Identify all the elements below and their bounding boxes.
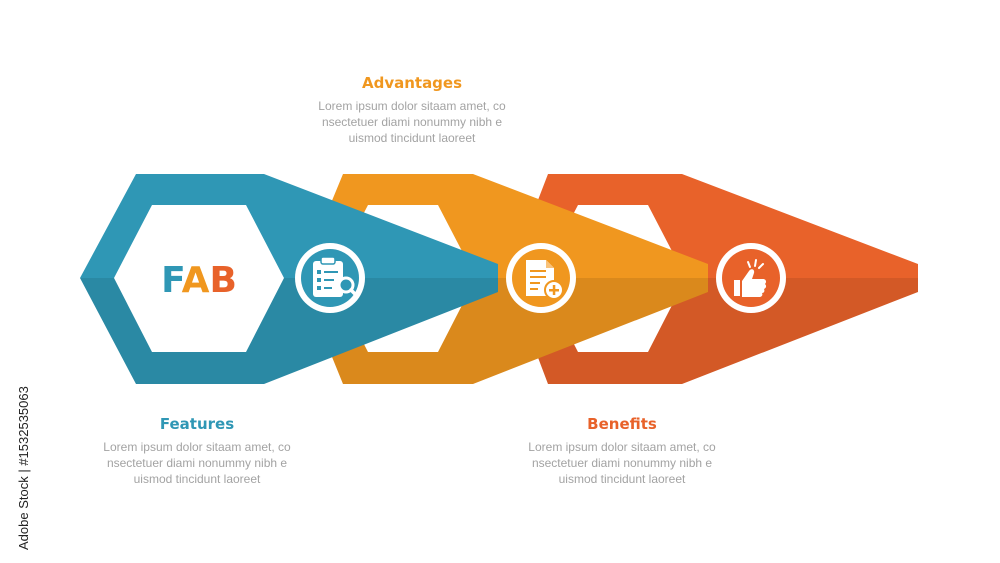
benefits-arrow xyxy=(508,174,918,384)
fab-letter-a: A xyxy=(182,260,210,301)
benefits-title: Benefits xyxy=(587,415,657,433)
advantages-arrow xyxy=(300,174,708,384)
features-title: Features xyxy=(159,415,235,433)
features-label: Features Lorem ipsum dolor sitaam amet, … xyxy=(77,415,317,487)
advantages-title: Advantages xyxy=(361,74,463,92)
advantages-label: Advantages Lorem ipsum dolor sitaam amet… xyxy=(292,74,532,146)
advantages-description: Lorem ipsum dolor sitaam amet, co nsecte… xyxy=(318,99,506,145)
features-arrow xyxy=(80,174,498,384)
fab-title: FAB xyxy=(161,260,237,301)
fab-letter-f: F xyxy=(161,260,183,301)
watermark-text: Adobe Stock | #1532535063 xyxy=(16,386,31,550)
thumbs-up-icon xyxy=(716,243,786,313)
fab-letter-b: B xyxy=(209,260,236,301)
benefits-label: Benefits Lorem ipsum dolor sitaam amet, … xyxy=(502,415,742,487)
document-add-icon xyxy=(506,243,576,313)
benefits-description: Lorem ipsum dolor sitaam amet, co nsecte… xyxy=(528,440,716,486)
features-description: Lorem ipsum dolor sitaam amet, co nsecte… xyxy=(103,440,291,486)
clipboard-search-icon xyxy=(295,243,365,313)
stock-watermark: Adobe Stock | #1532535063 xyxy=(16,315,31,550)
